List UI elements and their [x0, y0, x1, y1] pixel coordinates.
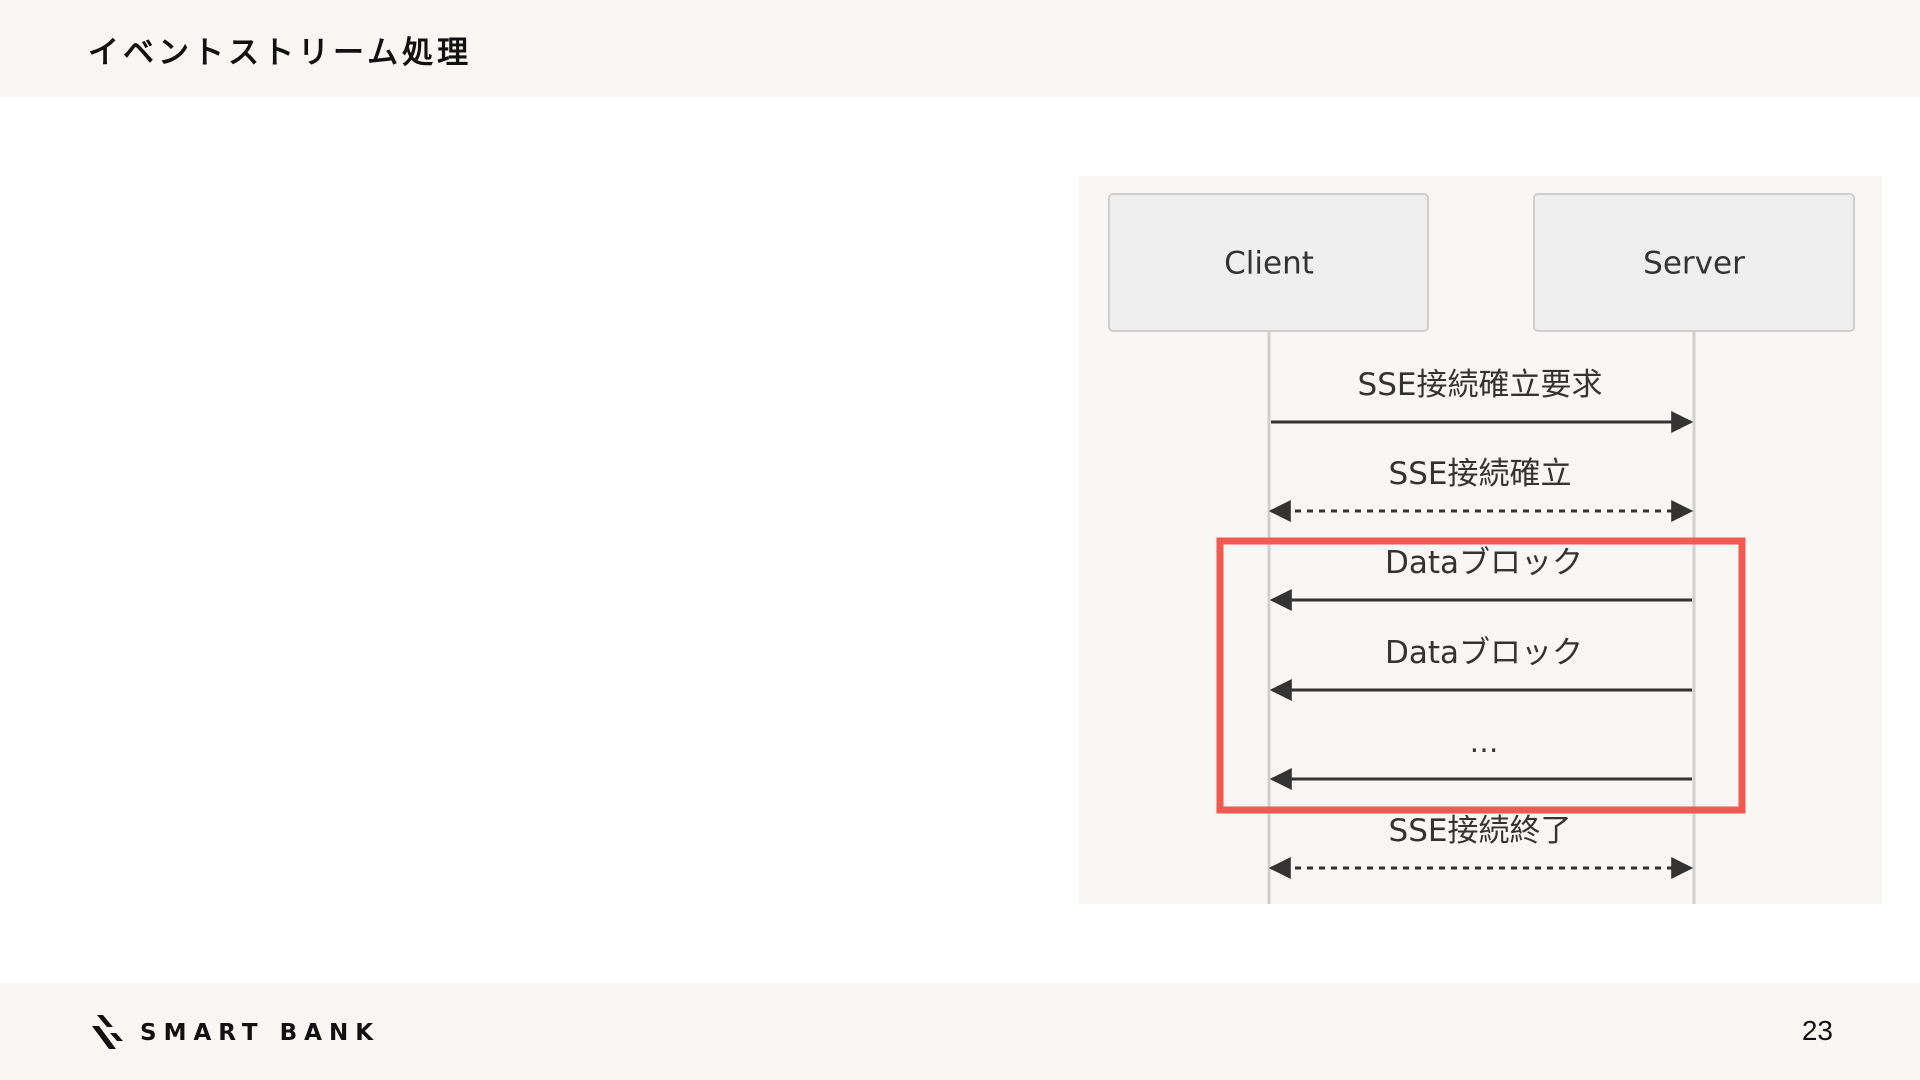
sequence-diagram-svg: Client Server SSE接続確立要求 SSE接続確立 Dataブロック	[1079, 176, 1882, 904]
message-sse-connect-established: SSE接続確立	[1268, 456, 1694, 522]
participant-server: Server	[1533, 193, 1855, 332]
message-label: Dataブロック	[1385, 545, 1583, 581]
footer-bar	[0, 983, 1920, 1080]
message-sse-connect-request: SSE接続確立要求	[1271, 367, 1694, 433]
page-number: 23	[1801, 1015, 1833, 1046]
participant-server-label: Server	[1643, 246, 1745, 282]
message-label: SSE接続終了	[1389, 813, 1572, 849]
message-label: SSE接続確立	[1389, 456, 1572, 492]
highlight-box	[1216, 537, 1746, 814]
slide-title: イベントストリーム処理	[88, 35, 473, 71]
message-data-block-2: Dataブロック	[1269, 635, 1692, 701]
participant-client-label: Client	[1224, 246, 1314, 282]
header-bar: イベントストリーム処理	[0, 0, 1920, 97]
message-label: SSE接続確立要求	[1358, 367, 1603, 403]
participant-server-box	[1533, 193, 1855, 332]
message-sse-connect-end: SSE接続終了	[1268, 813, 1694, 879]
smartbank-logo-icon	[92, 1015, 123, 1049]
message-label: Dataブロック	[1385, 635, 1583, 671]
sequence-diagram: Client Server SSE接続確立要求 SSE接続確立 Dataブロック	[1079, 176, 1882, 904]
participant-client-box	[1108, 193, 1429, 332]
smartbank-logo: SMART BANK	[90, 1013, 380, 1053]
message-label: …	[1470, 725, 1499, 759]
message-ellipsis: …	[1269, 725, 1692, 790]
participant-client: Client	[1108, 193, 1429, 332]
message-data-block-1: Dataブロック	[1269, 545, 1692, 611]
logo-wordmark: SMART BANK	[140, 1020, 381, 1046]
